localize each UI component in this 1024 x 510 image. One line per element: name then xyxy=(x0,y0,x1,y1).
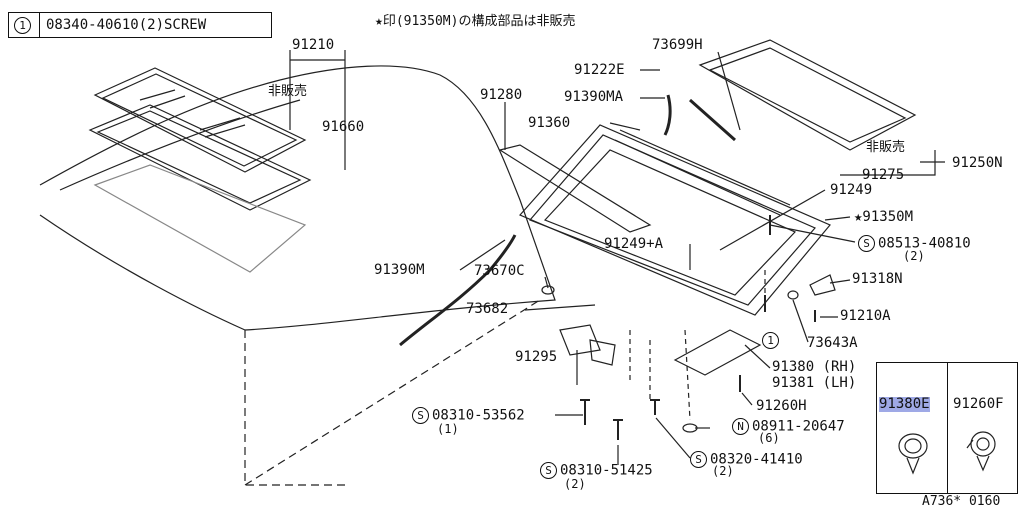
qty-08320: (2) xyxy=(712,464,734,478)
label-91380E: 91380E xyxy=(879,396,930,412)
label-73643A: 73643A xyxy=(807,335,858,351)
part-08310-53562: 08310-53562 xyxy=(432,407,525,424)
inset-clips-drawing xyxy=(898,431,996,475)
legend-ref-number: 1 xyxy=(14,16,31,34)
sunshade-91250N xyxy=(698,39,917,151)
label-91660: 91660 xyxy=(322,119,365,135)
drain-tube-91390M xyxy=(399,234,517,347)
qty-08513: (2) xyxy=(903,249,925,263)
ref-1-number: 1 xyxy=(762,332,779,349)
label-73670C: 73670C xyxy=(474,263,525,279)
qty-08310-53562: (1) xyxy=(437,422,459,436)
bracket-91380 xyxy=(673,329,762,376)
s-symbol-3: S xyxy=(690,451,707,468)
ref-circle-1: 1 xyxy=(762,332,782,349)
note-text: ★印(91350M)の構成部品は非販売 xyxy=(375,14,576,29)
seal-frame-91660 xyxy=(88,104,312,211)
label-hihanbai-2: 非販売 xyxy=(866,140,906,155)
label-91318N: 91318N xyxy=(852,271,903,287)
label-91260F: 91260F xyxy=(953,396,1004,412)
label-91250N: 91250N xyxy=(952,155,1003,171)
label-91350M: ★91350M xyxy=(854,209,914,225)
label-91381: 91381 (LH) xyxy=(772,375,857,391)
roof-panel-outline xyxy=(39,65,556,331)
part-08911: 08911-20647 xyxy=(752,418,845,435)
wind-deflector-91280 xyxy=(498,144,652,233)
label-91210A: 91210A xyxy=(840,308,891,324)
label-91390M: 91390M xyxy=(374,262,425,278)
label-91280: 91280 xyxy=(480,87,523,103)
glass-panel-91210 xyxy=(93,67,307,173)
part-08513: 08513-40810 xyxy=(878,235,971,252)
legend-text: 08340-40610(2)SCREW xyxy=(46,17,207,33)
label-91249: 91249 xyxy=(830,182,873,198)
legend-box: 1 08340-40610(2)SCREW xyxy=(8,12,272,38)
label-91390MA: 91390MA xyxy=(564,89,624,105)
part-08320: 08320-41410 xyxy=(710,451,803,468)
inset-divider xyxy=(947,363,948,493)
label-91210: 91210 xyxy=(292,37,335,53)
roof-opening xyxy=(93,164,307,273)
figure-code: A736* 0160 xyxy=(922,494,1001,509)
s-symbol-4: S xyxy=(540,462,557,479)
s-symbol-2: S xyxy=(412,407,429,424)
qty-08911: (6) xyxy=(758,431,780,445)
label-hihanbai-1: 非販売 xyxy=(268,84,308,99)
label-91380: 91380 (RH) xyxy=(772,359,857,375)
label-91222E: 91222E xyxy=(574,62,625,78)
n-symbol: N xyxy=(732,418,749,435)
label-91360: 91360 xyxy=(528,115,571,131)
sunroof-frame-91360 xyxy=(518,124,831,316)
label-91260H: 91260H xyxy=(756,398,807,414)
label-73682: 73682 xyxy=(466,301,509,317)
motor-91295 xyxy=(559,324,616,366)
label-73699H: 73699H xyxy=(652,37,703,53)
label-91295: 91295 xyxy=(515,349,558,365)
part-08310-51425: 08310-51425 xyxy=(560,462,653,479)
qty-08310-51425: (2) xyxy=(564,477,586,491)
label-91275: 91275 xyxy=(862,167,905,183)
s-symbol-1: S xyxy=(858,235,875,252)
label-91249A: 91249+A xyxy=(604,236,664,252)
inset-box: 91380E 91260F xyxy=(876,362,1018,494)
